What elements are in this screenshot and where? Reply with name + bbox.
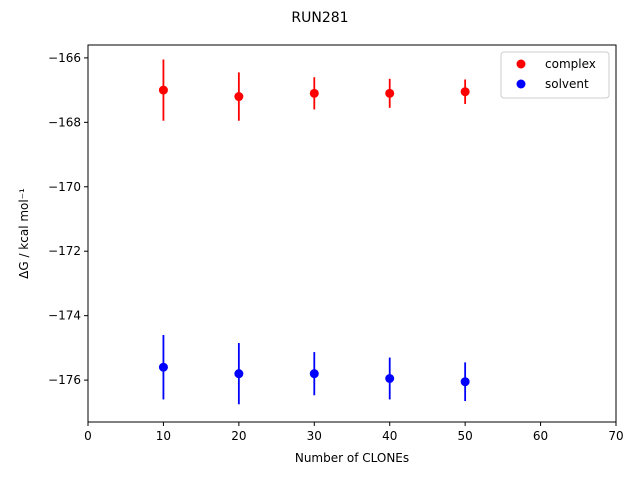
data-point-complex [460, 87, 470, 97]
x-tick-label: 30 [307, 429, 322, 443]
plot-area [158, 59, 470, 405]
axes-frame [87, 44, 617, 423]
x-tick-label: 40 [382, 429, 397, 443]
y-tick-label: −176 [48, 373, 81, 387]
data-point-complex [234, 92, 244, 102]
legend-marker-complex [516, 59, 526, 69]
x-axis-label: Number of CLONEs [295, 451, 409, 465]
data-point-complex [309, 88, 319, 98]
data-point-solvent [460, 377, 470, 387]
y-tick-label: −174 [48, 309, 81, 323]
x-tick-label: 10 [156, 429, 171, 443]
y-axis-label: ΔG / kcal mol⁻¹ [17, 188, 31, 279]
chart-title: RUN281 [291, 10, 348, 26]
y-tick-label: −172 [48, 244, 81, 258]
y-tick-label: −170 [48, 180, 81, 194]
data-point-solvent [158, 362, 168, 372]
x-tick-label: 60 [533, 429, 548, 443]
legend: complex solvent [500, 51, 610, 99]
y-tick-label: −168 [48, 115, 81, 129]
x-axis: 0 10 20 30 40 50 60 70 [84, 422, 624, 443]
x-tick-label: 0 [84, 429, 92, 443]
legend-label-complex: complex [545, 57, 596, 71]
x-tick-label: 20 [231, 429, 246, 443]
legend-marker-solvent [516, 79, 526, 89]
legend-box [500, 51, 610, 99]
data-point-complex [385, 88, 395, 98]
data-point-solvent [385, 374, 395, 383]
x-tick-label: 70 [608, 429, 623, 443]
y-axis: −176 −174 −172 −170 −168 −166 [48, 51, 88, 387]
data-point-solvent [234, 369, 244, 379]
x-tick-label: 50 [458, 429, 473, 443]
data-point-solvent [309, 369, 319, 379]
data-point-complex [158, 85, 168, 95]
y-tick-label: −166 [48, 51, 81, 65]
legend-label-solvent: solvent [545, 77, 589, 91]
